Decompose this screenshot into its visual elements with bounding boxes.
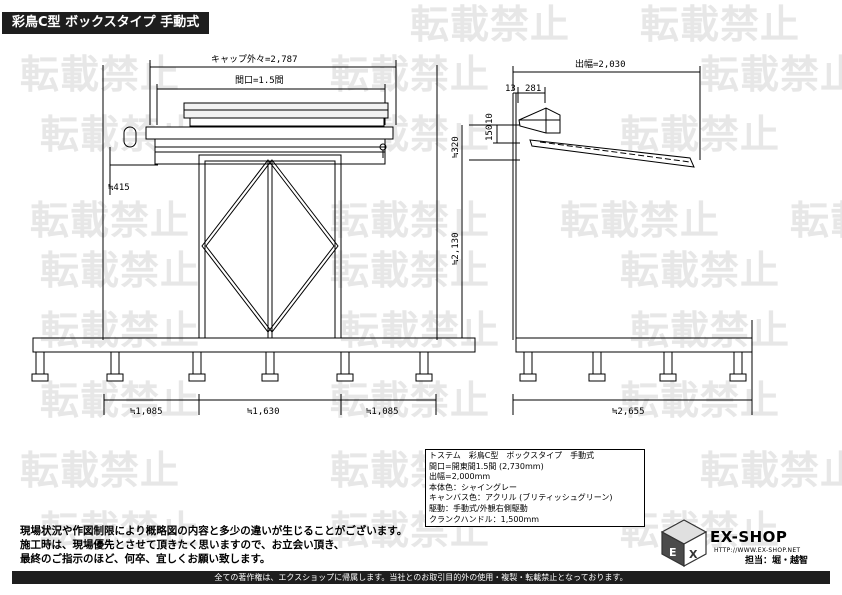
deck-floor: [32, 337, 476, 353]
watermark-text: 転載禁止: [560, 199, 721, 244]
watermark-text: 転載禁止: [40, 309, 201, 354]
side-deck-posts: [519, 351, 747, 382]
cube-logo-icon: E X: [660, 519, 708, 568]
door-glass-diamond: [201, 159, 335, 333]
notes: 現場状況や作図制限により概略図の内容と多少の違いが生じることがございます。 施工…: [20, 524, 407, 566]
spec-line: 間口=開東間1.5間 (2,730mm): [429, 461, 544, 471]
watermark-text: 転載禁止: [20, 449, 181, 494]
dim-13: 13: [505, 84, 516, 94]
watermark-text: 転載禁止: [40, 249, 201, 294]
watermark-text: 転載禁止: [330, 53, 491, 98]
svg-text:X: X: [689, 548, 698, 561]
dim-320: ≒320: [451, 136, 461, 158]
wall-outlet: [123, 126, 137, 148]
dim-415: ≒415: [108, 183, 130, 193]
dim-overhang: 出幅=2,030: [575, 58, 626, 70]
note-line: 現場状況や作図制限により概略図の内容と多少の違いが生じることがございます。: [20, 525, 408, 537]
dim-1085-left: ≒1,085: [130, 407, 163, 417]
awning-box: [145, 126, 394, 140]
spec-line: 本体色：シャイングレー: [429, 482, 517, 492]
watermark-text: 転載禁止: [700, 53, 842, 98]
note-line: 最終のご指示のほど、何卒、宜しくお願い致します。: [20, 553, 271, 565]
watermark-text: 転載禁止: [40, 379, 201, 424]
watermark-text: 転載禁止: [620, 249, 781, 294]
watermark-text: 転載禁止: [330, 249, 491, 294]
watermark-text: 転載禁止: [20, 53, 181, 98]
awning-cap: [189, 117, 385, 127]
watermark-text: 転載禁止: [630, 309, 791, 354]
page-title: 彩鳥C型 ボックスタイプ 手動式: [2, 12, 210, 34]
logo-name: EX-SHOP: [710, 528, 788, 546]
spec-line: 駆動：手動式/外観右側駆動: [429, 503, 528, 513]
side-canvas: [529, 139, 695, 168]
dim-1630: ≒1,630: [247, 407, 280, 417]
door-frame: [198, 154, 342, 339]
dim-2130: ≒2,130: [451, 232, 461, 265]
svg-text:E: E: [669, 546, 677, 559]
dim-281: 281: [525, 84, 541, 94]
spec-line: キャンバス色：アクリル (ブリティッシュグリーン): [429, 493, 613, 503]
logo-url: HTTP://WWW.EX-SHOP.NET: [714, 547, 801, 554]
dim-150: 150: [485, 125, 495, 141]
spec-line: 出幅=2,000mm: [429, 472, 491, 482]
dim-1085-right: ≒1,085: [366, 407, 399, 417]
dim-cap-outer: キャップ外々=2,787: [211, 53, 298, 65]
spec-line: クランクハンドル：1,500mm: [429, 514, 540, 524]
deck-posts: [31, 351, 433, 382]
exshop-logo: E X EX-SHOP HTTP://WWW.EX-SHOP.NET: [658, 516, 833, 568]
watermark-text: 転載禁止: [700, 449, 842, 494]
spec-box: トステム 彩鳥C型 ボックスタイプ 手動式 間口=開東間1.5間 (2,730m…: [425, 449, 645, 528]
watermark-text: 転載禁止: [620, 379, 781, 424]
staff-label: 担当：堀・越智: [745, 556, 809, 566]
side-deck-floor: [515, 337, 753, 353]
watermark-text: 転載禁止: [340, 309, 501, 354]
watermark-text: 転載禁止: [330, 379, 491, 424]
footer-copyright: 全ての著作権は、エクスショップに帰属します。当社とのお取引目的外の使用・複製・転…: [12, 571, 830, 584]
spec-line: トステム 彩鳥C型 ボックスタイプ 手動式: [429, 451, 595, 460]
note-line: 施工時は、現場優先とさせて頂きたく思いますので、お立会い頂き、: [20, 539, 345, 551]
dim-opening: 間口=1.5間: [235, 75, 284, 86]
watermark-text: 転載禁止: [330, 199, 491, 244]
watermark-text: 転載禁止: [640, 3, 801, 48]
watermark-text: 転載禁止: [30, 199, 191, 244]
dim-10: 10: [485, 113, 495, 124]
dim-2655: ≒2,655: [612, 407, 645, 417]
watermark-text: 転載禁止: [40, 509, 201, 554]
watermark-text: 転載禁止: [790, 199, 842, 244]
watermark-text: 転載禁止: [410, 3, 571, 48]
